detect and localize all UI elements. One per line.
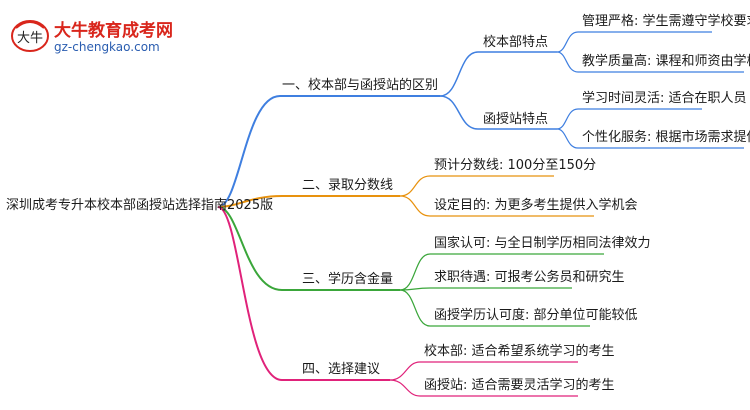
branch-2-leaf-1: 预计分数线: 100分至150分 <box>434 158 597 173</box>
branch-3-label: 三、学历含金量 <box>302 272 394 287</box>
root-node: 深圳成考专升本校本部函授站选择指南2025版 <box>6 198 274 213</box>
connector-g1-l1 <box>556 31 579 53</box>
svg-text:大牛: 大牛 <box>17 31 43 46</box>
connector-b3-l2 <box>399 287 431 291</box>
connector-b2-l1 <box>399 175 431 197</box>
logo-mark-icon: 大牛 <box>11 20 49 52</box>
branch-1-group-2-leaf-1: 学习时间灵活: 适合在职人员 <box>582 91 747 106</box>
branch-3-leaf-1: 国家认可: 与全日制学历相同法律效力 <box>434 236 651 251</box>
branch-1-group-2-leaf-2: 个性化服务: 根据市场需求提供服务 <box>582 130 750 145</box>
branch-3-leaf-2: 求职待遇: 可报考公务员和研究生 <box>434 270 625 285</box>
connector-b3-l3 <box>399 289 431 327</box>
branch-1-group-1-label: 校本部特点 <box>483 35 549 50</box>
connector-b4-l2 <box>389 379 421 397</box>
connector-g2-l1 <box>556 108 579 130</box>
connector-g2-l2 <box>556 128 579 149</box>
branch-1-group-1-leaf-2: 教学质量高: 课程和师资由学校控制 <box>582 54 750 69</box>
connector-b1-g1 <box>439 51 479 97</box>
branch-4-label: 四、选择建议 <box>302 362 381 377</box>
connector-b4-l1 <box>389 361 421 381</box>
connector-b3-l1 <box>399 253 431 291</box>
logo-name: 大牛教育成考网 <box>54 21 173 41</box>
branch-1-group-2-label: 函授站特点 <box>483 112 549 127</box>
logo-url: gz-chengkao.com <box>54 40 160 54</box>
branch-2-leaf-2: 设定目的: 为更多考生提供入学机会 <box>434 198 638 213</box>
branch-2-label: 二、录取分数线 <box>302 178 394 193</box>
branch-1-group-1-leaf-1: 管理严格: 学生需遵守学校要求 <box>582 14 750 29</box>
connector-b1-g2 <box>439 95 479 130</box>
branch-4-leaf-1: 校本部: 适合希望系统学习的考生 <box>424 344 615 359</box>
branch-3-leaf-3: 函授学历认可度: 部分单位可能较低 <box>434 308 638 323</box>
connector-root-b2 <box>217 195 283 208</box>
connector-root-b4 <box>217 206 283 381</box>
site-logo[interactable]: 大牛 大牛教育成考网 gz-chengkao.com <box>10 14 190 60</box>
connector-root-b3 <box>217 206 283 291</box>
connector-g1-l2 <box>556 51 579 73</box>
branch-1-label: 一、校本部与函授站的区别 <box>282 78 439 93</box>
connector-b2-l2 <box>399 195 431 217</box>
branch-4-leaf-2: 函授站: 适合需要灵活学习的考生 <box>424 378 615 393</box>
connector-root-b1 <box>217 95 281 208</box>
